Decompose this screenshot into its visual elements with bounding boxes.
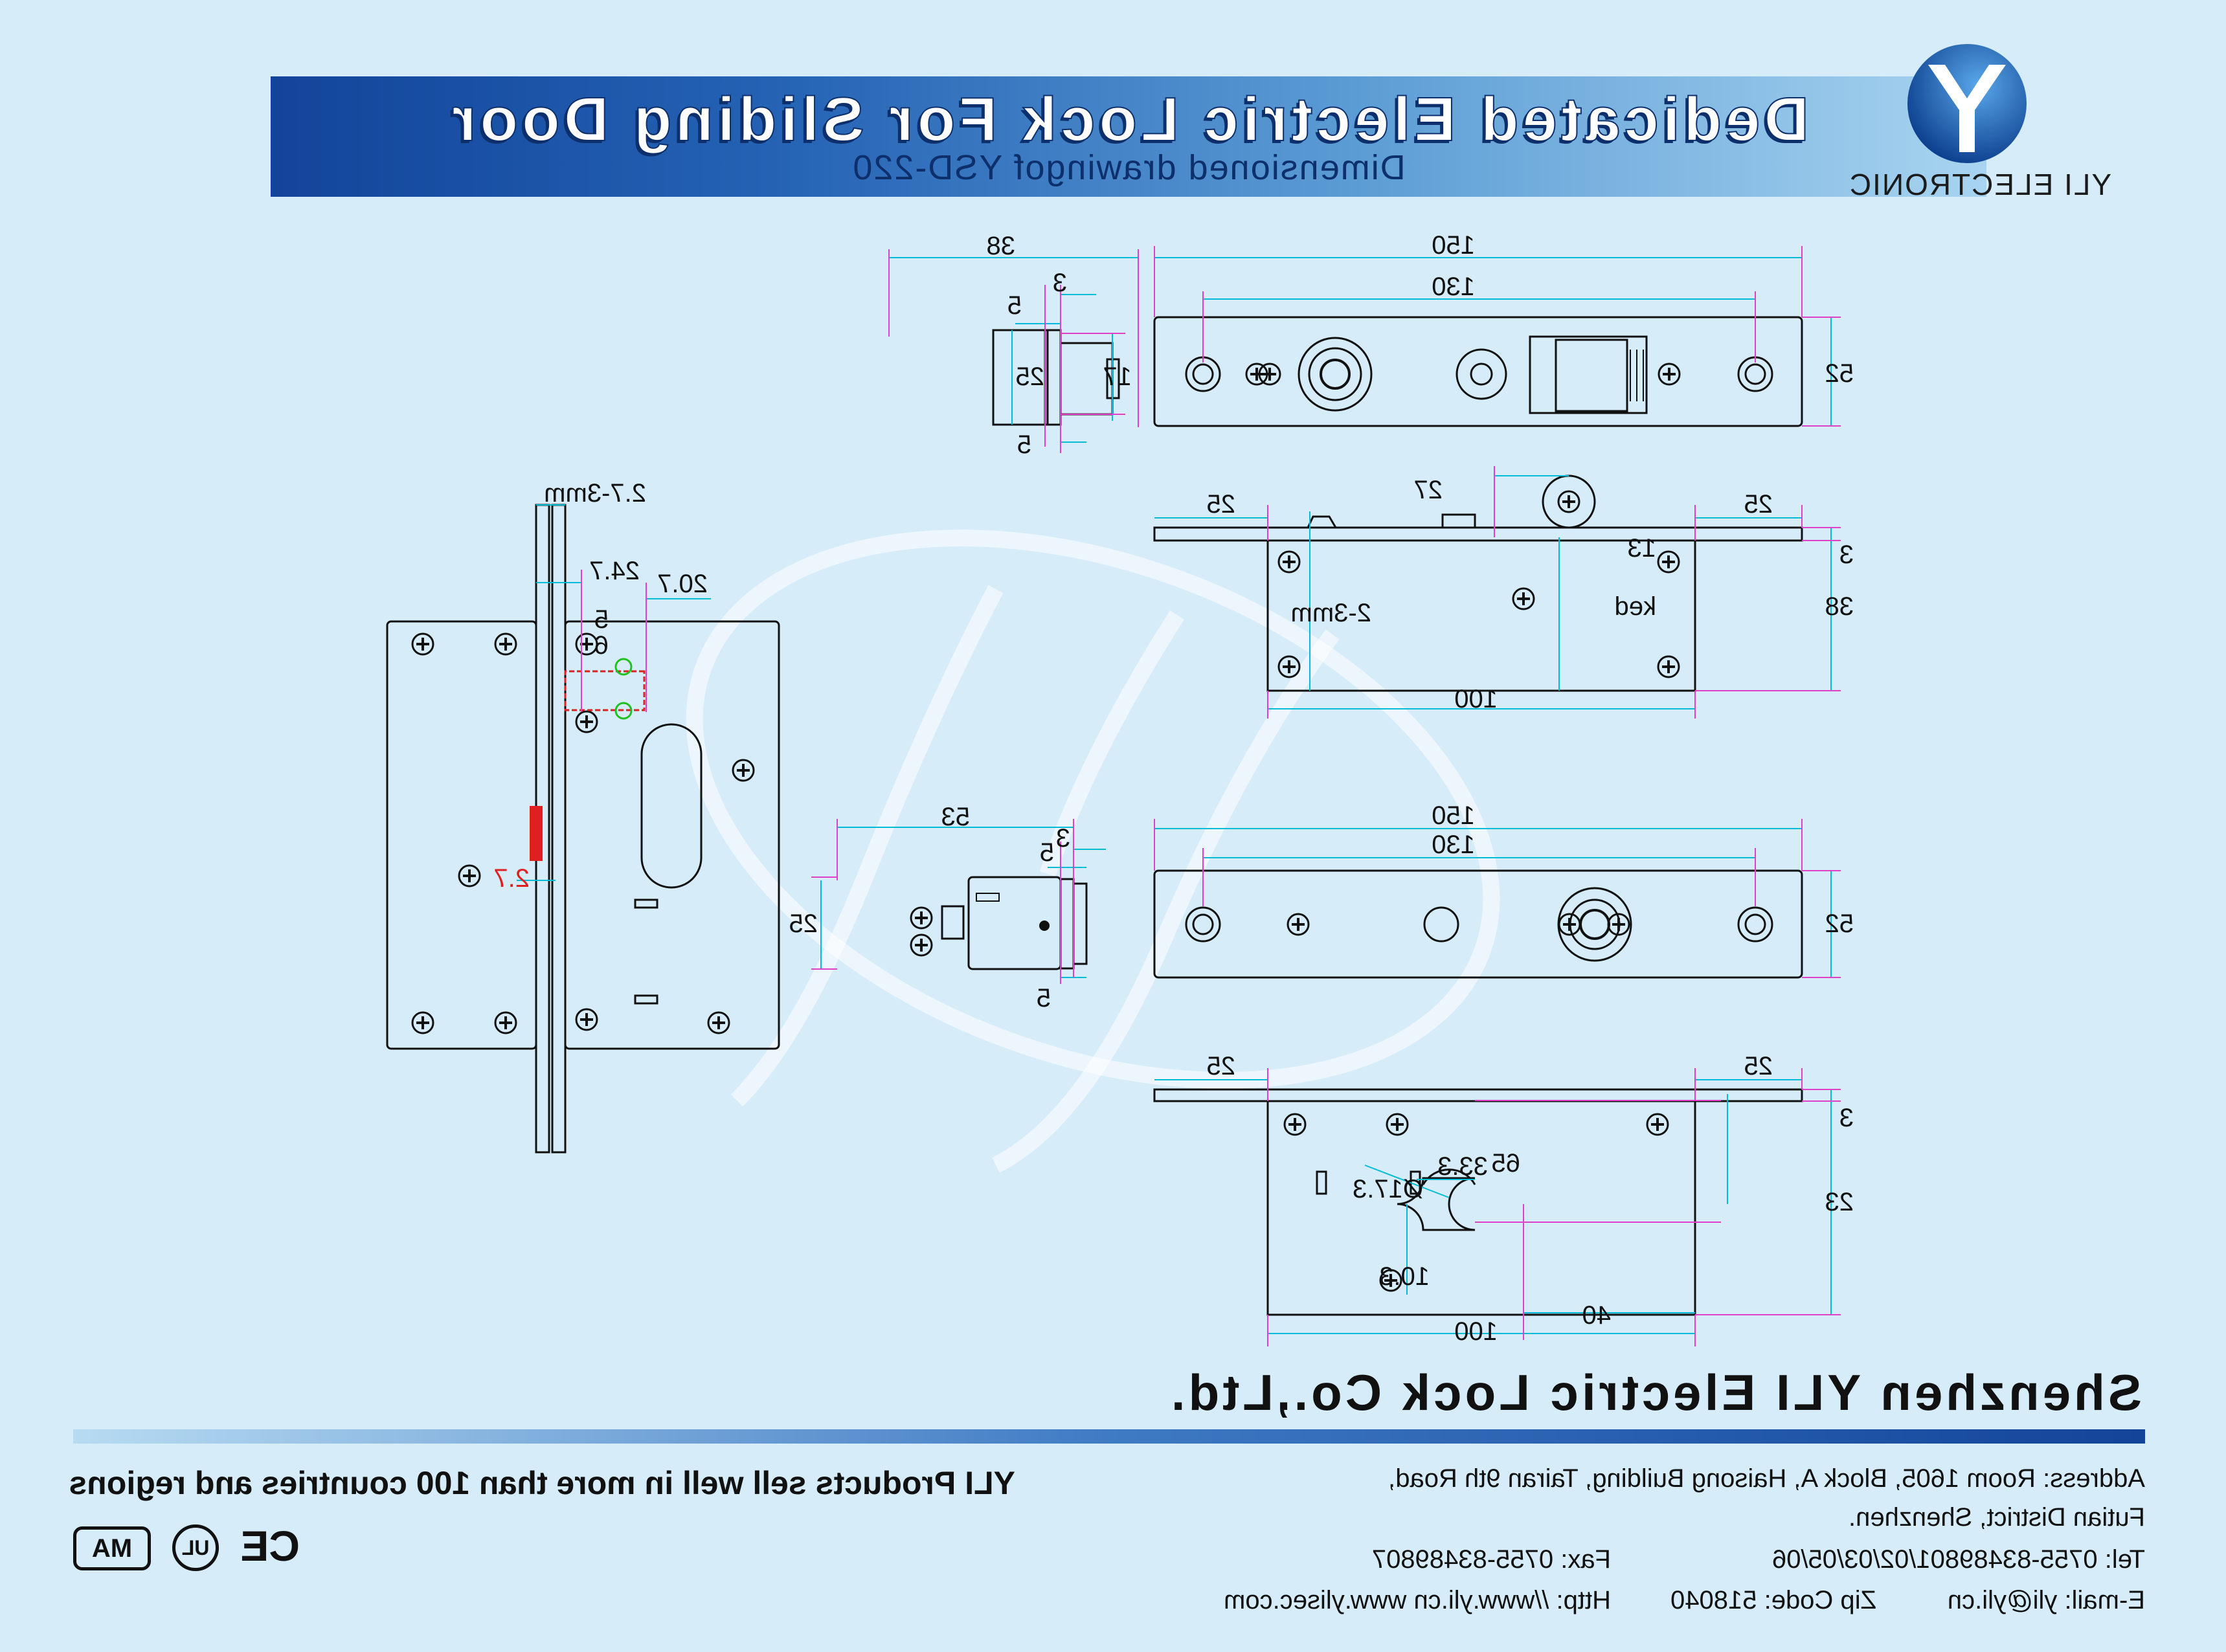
website-link[interactable]: Http: //www.yli.cn www.ylisec.com — [1224, 1586, 1611, 1614]
dim-pin-5: 5 — [594, 605, 609, 634]
dim-side-38: 38 — [987, 232, 1016, 260]
tel: Tel: 0755-83489801/02/03/05/06 — [1771, 1545, 2145, 1574]
fax: Fax: 0755-83489807 — [1371, 1545, 1611, 1574]
dim-bf-10-3: 10.3 — [1379, 1262, 1430, 1291]
assembly-view: 2.7-3mm 24.7 20.7 5 6 2.7 — [386, 479, 780, 1154]
dim-bot-130: 130 — [1432, 831, 1475, 859]
dim-bot-150: 150 — [1432, 801, 1475, 830]
dim-top-130: 130 — [1432, 273, 1475, 301]
email-link[interactable]: E-mail: yli@yli.cn — [1947, 1586, 2145, 1614]
top-view: 150 130 52 — [1153, 231, 1854, 427]
side-view — [888, 249, 1139, 453]
ul-mark-icon: UL — [172, 1524, 219, 1571]
footer-rule — [73, 1429, 2145, 1444]
dim-pin-20-7: 20.7 — [657, 570, 708, 598]
side-view-dims: 38 3 5 25 17 5 — [987, 232, 1132, 459]
yli-logo-icon — [1907, 44, 2027, 163]
dim-bf-33-3: 33.3 — [1437, 1152, 1488, 1181]
dim-side-5b: 5 — [1017, 430, 1031, 459]
front-view: 25 25 27 2-3mm 13 ked 3 38 100 — [1153, 466, 1854, 719]
watermark-icon — [686, 530, 1500, 1173]
dim-pin-2-7: 2.7 — [493, 864, 530, 893]
dim-side2-25: 25 — [789, 910, 818, 938]
dim-front-38: 38 — [1825, 592, 1854, 621]
dim-bf-3: 3 — [1839, 1104, 1854, 1132]
ce-mark-icon: CE — [240, 1522, 300, 1570]
dim-bf-dia: Ø17.3 — [1353, 1175, 1423, 1203]
dim-pin-6: 6 — [594, 631, 609, 660]
bottom-front-view: 25 25 3 65 23 33.3 Ø17.3 10.3 40 100 — [1153, 1052, 1854, 1346]
dim-side2-5a: 5 — [1040, 838, 1054, 867]
dim-front-25-right: 25 — [1744, 490, 1773, 519]
dim-front-100: 100 — [1454, 685, 1498, 713]
slogan: YLI Products sell well in more than 100 … — [69, 1465, 1015, 1501]
dim-front-2-3mm: 2-3mm — [1291, 599, 1371, 627]
dim-top-150: 150 — [1432, 231, 1475, 260]
zip-code: Zip Code: 518040 — [1670, 1586, 1876, 1614]
dim-side-3: 3 — [1053, 269, 1067, 297]
dim-bf-25-left: 25 — [1207, 1052, 1236, 1080]
dim-pin-24-7: 24.7 — [589, 557, 640, 585]
dim-front-3: 3 — [1839, 541, 1854, 569]
dim-front-key: ked — [1615, 592, 1657, 621]
dim-front-25-left: 25 — [1207, 490, 1236, 519]
dim-bot-52: 52 — [1825, 910, 1854, 938]
dim-side-17: 17 — [1103, 363, 1132, 391]
dim-side2-3: 3 — [1056, 824, 1070, 853]
dim-bf-25-right: 25 — [1744, 1052, 1773, 1080]
dim-bf-40: 40 — [1582, 1301, 1612, 1330]
side-view-2: 53 3 5 25 5 — [789, 803, 1106, 1012]
bottom-plate-view: 150 130 52 — [1153, 801, 1854, 979]
dim-front-13: 13 — [1628, 534, 1657, 563]
dim-side2-53: 53 — [941, 803, 971, 831]
company-name: Shenzhen YLI Electric Lock Co.,Ltd. — [1167, 1364, 2142, 1421]
dim-side2-5b: 5 — [1037, 984, 1051, 1012]
dim-top-52: 52 — [1825, 359, 1854, 388]
dim-front-27: 27 — [1414, 476, 1443, 504]
dim-pin-gap: 2.7-3mm — [544, 479, 646, 508]
address-line-1: Address: Room 1605, Block A, Haisong Bui… — [1388, 1464, 2145, 1493]
dim-bf-65: 65 — [1492, 1149, 1521, 1178]
address-line-2: Futian District, Shenzhen. — [1849, 1503, 2145, 1532]
dim-bf-100: 100 — [1454, 1317, 1498, 1346]
dim-bf-23: 23 — [1825, 1188, 1854, 1216]
dim-side-5a: 5 — [1007, 291, 1022, 320]
dim-side-25: 25 — [1016, 363, 1045, 391]
cma-mark-icon: MA — [73, 1526, 151, 1570]
